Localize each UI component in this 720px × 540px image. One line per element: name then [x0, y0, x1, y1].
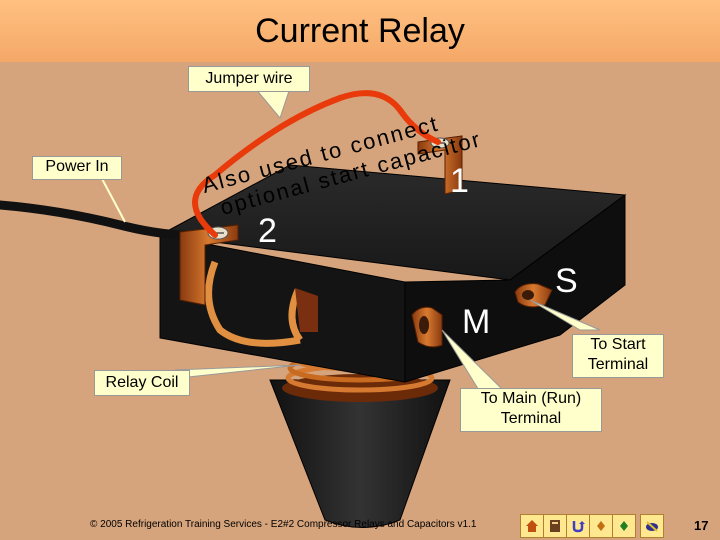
terminal-s-label: S [555, 262, 578, 300]
terminal-2-bracket [179, 224, 239, 306]
end-icon [646, 521, 658, 532]
terminal-m-label: M [462, 303, 491, 341]
jumper-leader [253, 87, 291, 120]
book-button[interactable] [543, 514, 567, 538]
to-main-label-2: Terminal [500, 410, 562, 427]
jumper-wire-label: Jumper wire [205, 70, 293, 87]
power-in-callout: Power In [32, 156, 122, 180]
terminal-1-bracket [417, 135, 463, 195]
power-in-label: Power In [45, 158, 109, 175]
next-icon [620, 521, 628, 531]
to-start-label-2: Terminal [587, 356, 649, 373]
relay-coil-label: Relay Coil [105, 374, 179, 391]
to-start-leader [529, 299, 601, 331]
page-number: 17 [694, 518, 709, 533]
footer-text: © 2005 Refrigeration Training Services -… [90, 519, 477, 530]
previous-icon [597, 521, 605, 531]
book-icon [550, 520, 560, 532]
jumper-wire [192, 90, 441, 238]
relay-coil-callout: Relay Coil [94, 370, 190, 396]
to-main-label-1: To Main (Run) [480, 390, 582, 407]
relay-base [269, 379, 451, 528]
to-start-callout: To Start Terminal [572, 334, 664, 378]
next-button[interactable] [612, 514, 636, 538]
coil-bracket [295, 288, 318, 332]
coil-lead-wire [205, 260, 301, 347]
return-icon [572, 521, 585, 533]
relay-body-side [404, 194, 626, 383]
power-wire [0, 200, 220, 241]
home-icon [526, 520, 538, 532]
title-bar: Current Relay [0, 0, 720, 62]
to-start-label-1: To Start [590, 336, 646, 353]
jumper-wire-callout: Jumper wire [188, 66, 310, 92]
return-button[interactable] [566, 514, 590, 538]
terminal-1-label: 1 [450, 162, 469, 200]
power-in-leader [99, 174, 126, 223]
home-button[interactable] [520, 514, 544, 538]
to-main-callout: To Main (Run) Terminal [460, 388, 602, 432]
end-button[interactable] [640, 514, 664, 538]
slide-title: Current Relay [255, 12, 465, 50]
terminal-2-label: 2 [258, 212, 277, 250]
previous-button[interactable] [589, 514, 613, 538]
